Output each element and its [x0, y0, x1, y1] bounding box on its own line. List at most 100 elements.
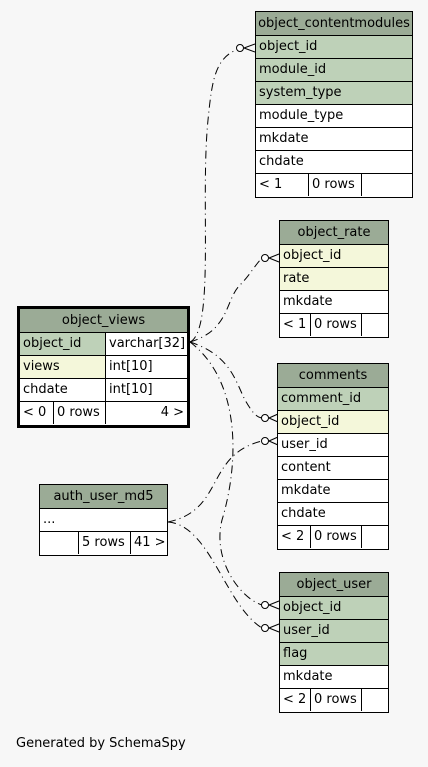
column-name: ... — [43, 512, 56, 527]
column-row[interactable]: object_id — [256, 36, 412, 59]
column-row[interactable]: views int[10] — [20, 356, 187, 379]
table-header[interactable]: object_contentmodules — [256, 12, 412, 36]
table-comments[interactable]: comments comment_id object_id user_id co… — [277, 363, 389, 550]
link-object-views-to-comments — [189, 341, 263, 419]
column-row[interactable]: mkdate — [280, 666, 388, 689]
column-name: rate — [283, 271, 310, 286]
link-auth-user-to-comments — [167, 440, 263, 523]
row-count: 0 rows — [310, 526, 361, 548]
link-end-circle — [261, 601, 269, 609]
column-name: mkdate — [281, 483, 331, 498]
parent-count[interactable]: < 2 — [281, 529, 305, 544]
column-name: user_id — [283, 623, 330, 638]
link-end-circle — [261, 414, 269, 422]
child-count[interactable]: 4 > — [105, 402, 187, 424]
row-count: 0 rows — [308, 174, 361, 196]
link-object-views-to-contentmodules — [189, 47, 243, 343]
table-object-contentmodules[interactable]: object_contentmodules object_id module_i… — [255, 11, 413, 198]
column-row[interactable]: content — [278, 457, 388, 480]
table-footer: < 2 0 rows — [278, 526, 388, 549]
link-object-views-to-object-user — [189, 341, 263, 606]
column-name: mkdate — [259, 131, 309, 146]
column-row[interactable]: chdate — [278, 503, 388, 526]
child-count[interactable]: 41 > — [130, 532, 167, 554]
child-count[interactable] — [361, 526, 388, 548]
link-auth-user-to-object-user — [167, 521, 263, 629]
column-name: chdate — [23, 382, 68, 397]
parent-count[interactable]: < 1 — [283, 317, 307, 332]
table-object-user[interactable]: object_user object_id user_id flag mkdat… — [279, 572, 389, 713]
column-row[interactable]: user_id — [280, 620, 388, 643]
column-name: mkdate — [283, 294, 333, 309]
column-row[interactable]: mkdate — [278, 480, 388, 503]
row-count: 5 rows — [78, 532, 130, 554]
parent-count[interactable]: < 2 — [283, 692, 307, 707]
parent-count[interactable] — [40, 532, 78, 554]
table-header[interactable]: object_user — [280, 573, 388, 597]
table-object-views[interactable]: object_views object_id varchar[32] views… — [17, 306, 190, 428]
link-end-circle — [261, 437, 269, 445]
table-footer: < 0 0 rows 4 > — [20, 402, 187, 425]
column-row[interactable]: module_type — [256, 105, 412, 128]
table-footer: < 1 0 rows — [256, 174, 412, 197]
table-header[interactable]: auth_user_md5 — [40, 485, 167, 509]
column-row[interactable]: object_id — [280, 597, 388, 620]
column-name: mkdate — [283, 669, 333, 684]
parent-count[interactable]: < 1 — [259, 177, 283, 192]
link-end-circle — [261, 254, 269, 262]
column-row[interactable]: system_type — [256, 82, 412, 105]
crows-foot — [268, 600, 280, 610]
column-row[interactable]: comment_id — [278, 388, 388, 411]
column-name: comment_id — [281, 391, 362, 406]
column-type: varchar[32] — [105, 333, 187, 355]
table-header[interactable]: comments — [278, 364, 388, 388]
column-name: module_id — [259, 62, 327, 77]
column-name: chdate — [259, 154, 304, 169]
table-header[interactable]: object_views — [20, 309, 187, 333]
column-name: object_id — [283, 600, 342, 615]
child-count[interactable] — [361, 689, 388, 711]
column-name: module_type — [259, 108, 344, 123]
table-footer: 5 rows 41 > — [40, 532, 167, 555]
child-count[interactable] — [361, 174, 412, 196]
crows-foot — [268, 436, 279, 446]
column-row[interactable]: object_id — [278, 411, 388, 434]
crows-foot — [268, 253, 280, 263]
column-row[interactable]: mkdate — [280, 291, 388, 314]
column-name: object_id — [281, 414, 340, 429]
column-row[interactable]: user_id — [278, 434, 388, 457]
column-row[interactable]: chdate — [256, 151, 412, 174]
link-end-circle — [236, 44, 244, 52]
column-row[interactable]: flag — [280, 643, 388, 666]
child-count[interactable] — [361, 314, 388, 336]
column-name: content — [281, 460, 331, 475]
crows-foot — [268, 623, 280, 633]
generated-by-note: Generated by SchemaSpy — [16, 736, 186, 751]
column-name: object_id — [20, 333, 105, 355]
parent-count[interactable]: < 0 — [23, 405, 47, 420]
table-auth-user-md5[interactable]: auth_user_md5 ... 5 rows 41 > — [39, 484, 168, 556]
column-name: object_id — [259, 39, 318, 54]
link-end-circle — [261, 624, 269, 632]
column-name: views — [20, 356, 105, 378]
row-count: 0 rows — [310, 314, 361, 336]
column-name: chdate — [281, 506, 326, 521]
column-name: system_type — [259, 85, 342, 100]
column-name: flag — [283, 646, 308, 661]
column-type: int[10] — [105, 356, 187, 378]
column-row[interactable]: mkdate — [256, 128, 412, 151]
table-header[interactable]: object_rate — [280, 221, 388, 245]
column-type: int[10] — [105, 379, 187, 401]
column-row[interactable]: module_id — [256, 59, 412, 82]
row-count: 0 rows — [53, 402, 105, 424]
column-row[interactable]: ... — [40, 509, 167, 532]
column-row[interactable]: rate — [280, 268, 388, 291]
crows-foot — [243, 43, 256, 53]
table-object-rate[interactable]: object_rate object_id rate mkdate < 1 0 … — [279, 220, 389, 338]
link-object-views-to-object-rate — [189, 257, 263, 343]
column-row[interactable]: chdate int[10] — [20, 379, 187, 402]
column-row[interactable]: object_id varchar[32] — [20, 333, 187, 356]
table-footer: < 1 0 rows — [280, 314, 388, 337]
column-row[interactable]: object_id — [280, 245, 388, 268]
